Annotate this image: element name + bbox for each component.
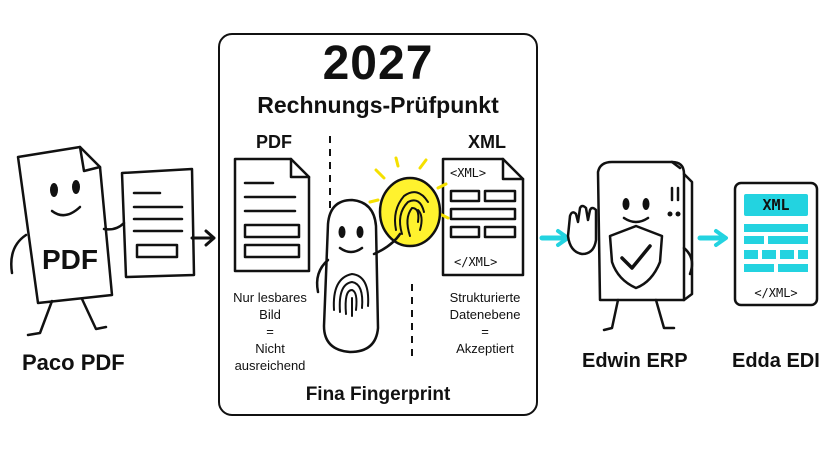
xml-document-icon bbox=[441, 157, 525, 277]
pdf-caption-line-5: ausreichend bbox=[234, 358, 306, 373]
edda-edi-name: Edda EDI bbox=[732, 350, 820, 372]
paco-pdf-name: Paco PDF bbox=[22, 350, 125, 375]
fina-fingerprint-character bbox=[315, 156, 450, 354]
xml-caption-line-3: = bbox=[481, 324, 489, 339]
checkpoint-year: 2027 bbox=[322, 37, 434, 90]
pdf-caption-line-4: Nicht bbox=[255, 341, 285, 356]
edi-screen-close-tag: </XML> bbox=[754, 286, 798, 300]
pdf-caption-line-3: = bbox=[266, 324, 274, 339]
held-document-icon bbox=[120, 167, 196, 279]
edda-edi-device bbox=[733, 181, 819, 307]
arrow-right-icon bbox=[190, 229, 216, 247]
pdf-caption-line-1: Nur lesbares bbox=[233, 290, 307, 305]
glow-rays-icon bbox=[368, 156, 450, 220]
edwin-erp-character bbox=[566, 160, 694, 332]
shield-check-icon bbox=[608, 224, 664, 290]
pdf-caption-line-2: Bild bbox=[259, 307, 281, 322]
xml-doc-open-tag: <XML> bbox=[450, 166, 487, 180]
checkpoint-frame bbox=[218, 33, 538, 416]
fina-fingerprint-name: Fina Fingerprint bbox=[305, 384, 451, 405]
pdf-column-label: PDF bbox=[256, 132, 292, 152]
xml-caption-line-2: Datenebene bbox=[449, 307, 521, 322]
xml-doc-close-tag: </XML> bbox=[454, 255, 498, 269]
xml-column-label: XML bbox=[468, 132, 506, 152]
column-divider bbox=[329, 136, 413, 362]
xml-caption-line-4: Akzeptiert bbox=[456, 341, 514, 356]
edi-screen-xml-label: XML bbox=[762, 196, 790, 214]
paco-pdf-character bbox=[10, 145, 196, 337]
pdf-document-icon bbox=[233, 157, 311, 273]
xml-caption-line-1: Strukturierte bbox=[449, 290, 521, 305]
arrow-right-cyan-icon-2 bbox=[697, 229, 728, 247]
edwin-erp-name: Edwin ERP bbox=[582, 350, 688, 372]
checkpoint-title: Rechnungs-Prüfpunkt bbox=[257, 92, 499, 118]
paco-pdf-body-text: PDF bbox=[42, 244, 98, 275]
